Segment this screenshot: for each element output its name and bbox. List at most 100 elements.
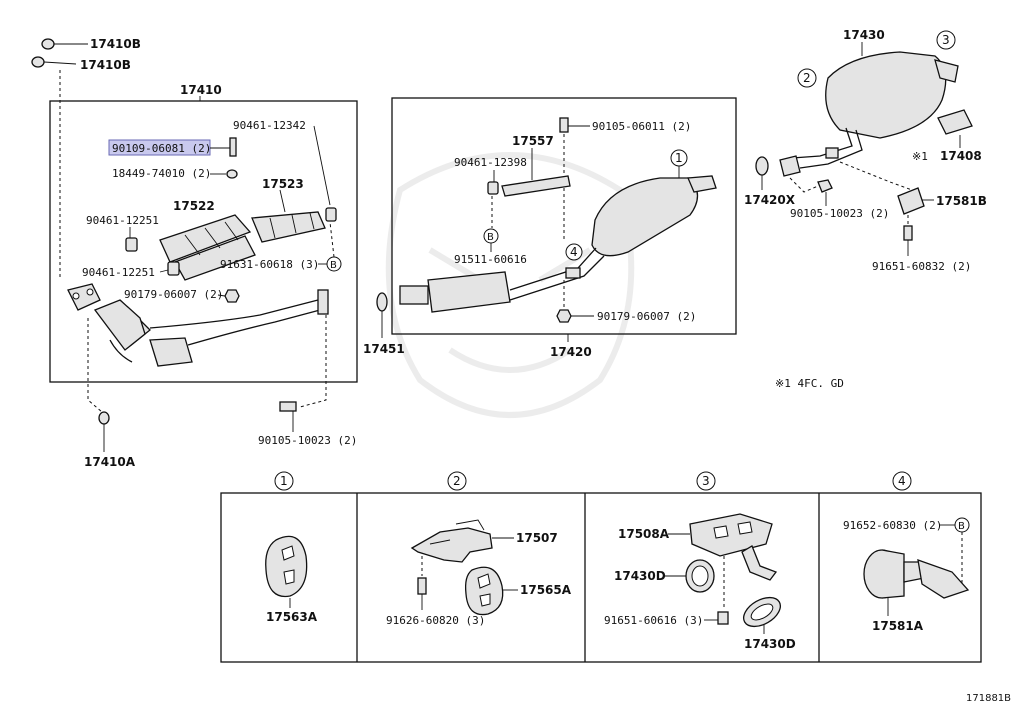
label-91631-60618[interactable]: 91631-60618 (3) <box>220 258 319 271</box>
tail-pipe-17408[interactable] <box>937 109 973 148</box>
clip-90461-12398[interactable] <box>487 170 499 195</box>
ref-3-header: 3 <box>696 471 716 491</box>
footnote-4fc-gd: ※1 4FC. GD <box>775 377 844 390</box>
gasket-17410a[interactable] <box>98 411 110 452</box>
label-90461-12342[interactable]: 90461-12342 <box>233 119 306 132</box>
label-91511-60616[interactable]: 91511-60616 <box>454 253 527 266</box>
label-17408[interactable]: 17408 <box>940 149 982 163</box>
label-17410b-2[interactable]: 17410B <box>80 58 131 72</box>
label-91626-60820[interactable]: 91626-60820 (3) <box>386 614 485 627</box>
label-17508a[interactable]: 17508A <box>618 527 670 541</box>
detail-panels-frame <box>220 492 982 663</box>
exhaust-pipe-17410[interactable] <box>67 283 329 367</box>
label-90109-06081[interactable]: 90109-06081 (2) <box>112 142 211 155</box>
label-17420[interactable]: 17420 <box>550 345 592 359</box>
svg-text:B: B <box>330 260 337 271</box>
label-17430d-b[interactable]: 17430D <box>744 637 796 651</box>
bolt-91651-60616[interactable] <box>704 611 729 625</box>
bracket-17508a[interactable] <box>668 513 778 581</box>
tail-muffler-17430[interactable] <box>791 51 959 169</box>
label-91651-60832[interactable]: 91651-60832 (2) <box>872 260 971 273</box>
label-17581b[interactable]: 17581B <box>936 194 987 208</box>
svg-text:3: 3 <box>702 474 710 488</box>
svg-text:1: 1 <box>280 474 288 488</box>
clip-90461-12251-a[interactable] <box>125 227 138 252</box>
group-frame-17420 <box>391 97 737 335</box>
highlight-box <box>108 139 211 156</box>
rubber-hanger-17563a[interactable] <box>265 535 308 608</box>
nut-90179-a[interactable] <box>217 289 240 303</box>
svg-text:1: 1 <box>675 151 683 165</box>
ref-b-91652: B <box>954 517 970 533</box>
label-17410a[interactable]: 17410A <box>84 455 136 469</box>
svg-text:2: 2 <box>803 71 811 85</box>
label-17557[interactable]: 17557 <box>512 134 554 148</box>
label-17507[interactable]: 17507 <box>516 531 558 545</box>
bolt-90105-06011[interactable] <box>559 117 590 133</box>
label-17430[interactable]: 17430 <box>843 28 885 42</box>
ref-2-header: 2 <box>447 471 467 491</box>
svg-text:2: 2 <box>453 474 461 488</box>
group-frame-17410 <box>49 100 358 383</box>
label-90179-06007-a[interactable]: 90179-06007 (2) <box>124 288 223 301</box>
gasket-17420x[interactable] <box>755 156 769 190</box>
hanger-17581b[interactable] <box>897 187 934 215</box>
svg-text:B: B <box>487 232 494 243</box>
flange-17430[interactable] <box>779 155 801 177</box>
rubber-hanger-17565a[interactable] <box>464 566 518 616</box>
ref-1-tailpipe: 1 <box>670 149 688 167</box>
label-17522[interactable]: 17522 <box>173 199 215 213</box>
label-17410[interactable]: 17410 <box>180 83 222 97</box>
nut-90179-b[interactable] <box>556 309 594 323</box>
label-17430d-a[interactable]: 17430D <box>614 569 666 583</box>
heat-insulator-17523[interactable] <box>251 211 326 243</box>
ref-b-91631: B <box>326 256 342 272</box>
ring-17430d-b[interactable] <box>739 592 786 634</box>
label-90461-12398[interactable]: 90461-12398 <box>454 156 527 169</box>
bolt-91651-60832[interactable] <box>903 225 913 256</box>
bolt-90105-bottom[interactable] <box>279 401 297 432</box>
label-90105-06011[interactable]: 90105-06011 (2) <box>592 120 691 133</box>
gasket-17451[interactable] <box>376 292 388 338</box>
bracket-17507[interactable] <box>410 519 514 563</box>
clip-90461-12342[interactable] <box>325 207 337 222</box>
heat-insulator-17522[interactable] <box>159 214 256 281</box>
label-91651-60616[interactable]: 91651-60616 (3) <box>604 614 703 627</box>
label-17420x[interactable]: 17420X <box>744 193 796 207</box>
label-18449-74010[interactable]: 18449-74010 (2) <box>112 167 211 180</box>
label-90179-06007-b[interactable]: 90179-06007 (2) <box>597 310 696 323</box>
label-91652-60830[interactable]: 91652-60830 (2) <box>843 519 942 532</box>
label-90105-10023-right[interactable]: 90105-10023 (2) <box>790 207 889 220</box>
gasket-17410b-top[interactable] <box>41 38 88 50</box>
svg-text:3: 3 <box>942 33 950 47</box>
label-17451[interactable]: 17451 <box>363 342 405 356</box>
ref-4-header: 4 <box>892 471 912 491</box>
bolt-91626-60820[interactable] <box>417 577 427 610</box>
ref-2-muffler: 2 <box>797 68 817 88</box>
label-17523[interactable]: 17523 <box>262 177 304 191</box>
note-mark-17408: ※1 <box>912 150 928 163</box>
gasket-17410b-2[interactable] <box>31 56 77 68</box>
diagram-id: 171881B <box>966 693 1011 704</box>
bracket-17557[interactable] <box>501 175 571 197</box>
svg-text:4: 4 <box>898 474 906 488</box>
bolt-90109[interactable] <box>210 137 237 157</box>
label-90461-12251-b[interactable]: 90461-12251 <box>82 266 155 279</box>
nut-18449[interactable] <box>210 169 238 179</box>
label-17410b-top[interactable]: 17410B <box>90 37 141 51</box>
label-17581a[interactable]: 17581A <box>872 619 924 633</box>
label-17563a[interactable]: 17563A <box>266 610 318 624</box>
label-90105-10023-bottom[interactable]: 90105-10023 (2) <box>258 434 357 447</box>
ref-1-header: 1 <box>274 471 294 491</box>
label-17565a[interactable]: 17565A <box>520 583 572 597</box>
label-90461-12251-a[interactable]: 90461-12251 <box>86 214 159 227</box>
ring-17430d-a[interactable] <box>664 559 715 593</box>
svg-text:4: 4 <box>570 245 578 259</box>
clip-90461-12251-b[interactable] <box>159 261 180 276</box>
ref-4-hanger: 4 <box>565 243 583 261</box>
ref-3-muffler: 3 <box>936 30 956 50</box>
bolt-90105-right[interactable] <box>817 179 833 206</box>
hanger-17581a[interactable] <box>863 549 970 616</box>
center-exhaust-pipe-17420[interactable] <box>399 175 717 313</box>
